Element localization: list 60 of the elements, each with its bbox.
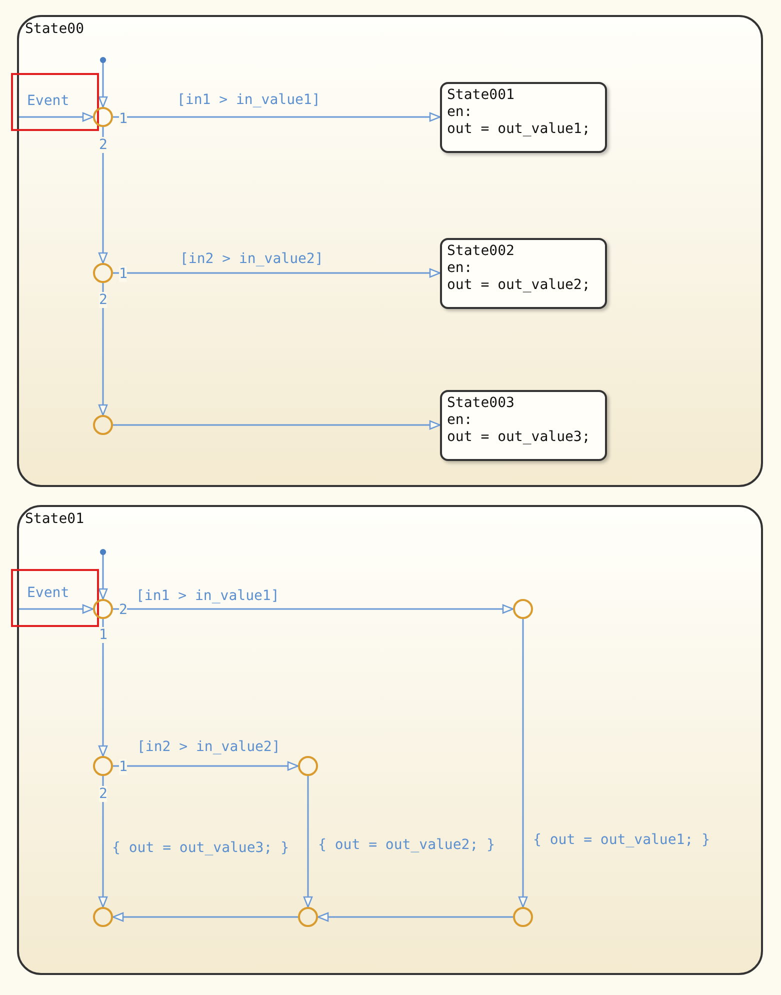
state-name: State002 <box>447 243 516 260</box>
transition-arrow <box>98 619 108 757</box>
superstate-box <box>17 15 763 487</box>
priority-number: 2 <box>99 137 108 153</box>
default-transition-arrow <box>98 56 108 108</box>
state-name: State001 <box>447 87 516 104</box>
priority-number: 2 <box>99 292 108 308</box>
transition-arrow <box>98 776 108 908</box>
transition-arrow <box>303 776 313 908</box>
state-action: out = out_value1; <box>447 121 592 138</box>
default-transition-arrow <box>98 548 108 600</box>
transition-arrow <box>518 619 528 908</box>
state-action: out = out_value2; <box>447 277 592 294</box>
state-action: out = out_value3; <box>447 429 592 446</box>
state-name: State01 <box>25 511 84 527</box>
transition-arrow <box>98 283 108 416</box>
edge-label: [in1 > in_value1] <box>177 92 320 108</box>
priority-number: 1 <box>99 627 108 643</box>
junction-circle <box>93 907 113 927</box>
default-transition-arrow <box>19 112 94 122</box>
junction-circle <box>298 907 318 927</box>
junction-circle <box>513 907 533 927</box>
edge-label: [in2 > in_value2] <box>137 739 280 755</box>
state-name: State003 <box>447 395 516 412</box>
transition-arrow <box>113 420 441 430</box>
edge-label: Event <box>27 585 70 601</box>
junction-circle <box>93 263 113 283</box>
priority-number: 1 <box>119 266 128 282</box>
edge-label: [in2 > in_value2] <box>180 251 324 267</box>
transition-arrow <box>112 912 298 922</box>
state-box <box>440 238 607 309</box>
state-action: en: <box>447 412 474 429</box>
transition-arrow <box>113 268 441 278</box>
state-box <box>440 82 607 153</box>
transition-arrow <box>113 761 299 771</box>
junction-circle <box>93 756 113 776</box>
junction-circle <box>93 107 113 127</box>
transition-arrow <box>113 604 514 614</box>
edge-label: Event <box>27 93 70 109</box>
state-action: en: <box>447 104 474 121</box>
priority-number: 2 <box>99 786 108 802</box>
transition-arrow <box>113 112 441 122</box>
junction-circle <box>513 599 533 619</box>
priority-number: 2 <box>119 602 128 618</box>
edge-label: { out = out_value1; } <box>533 832 710 848</box>
edge-label: { out = out_value2; } <box>318 837 496 853</box>
state-name: State00 <box>25 21 84 37</box>
superstate-box <box>17 505 763 975</box>
junction-circle <box>298 756 318 776</box>
state-box <box>440 390 607 461</box>
priority-number: 1 <box>119 759 128 775</box>
junction-circle <box>93 599 113 619</box>
transition-arrow <box>98 127 108 264</box>
priority-number: 1 <box>119 111 128 127</box>
default-transition-arrow <box>19 604 94 614</box>
state-action: en: <box>447 260 474 277</box>
transition-arrow <box>317 912 513 922</box>
edge-label: { out = out_value3; } <box>112 840 290 856</box>
junction-circle <box>93 415 113 435</box>
edge-label: [in1 > in_value1] <box>136 588 280 604</box>
